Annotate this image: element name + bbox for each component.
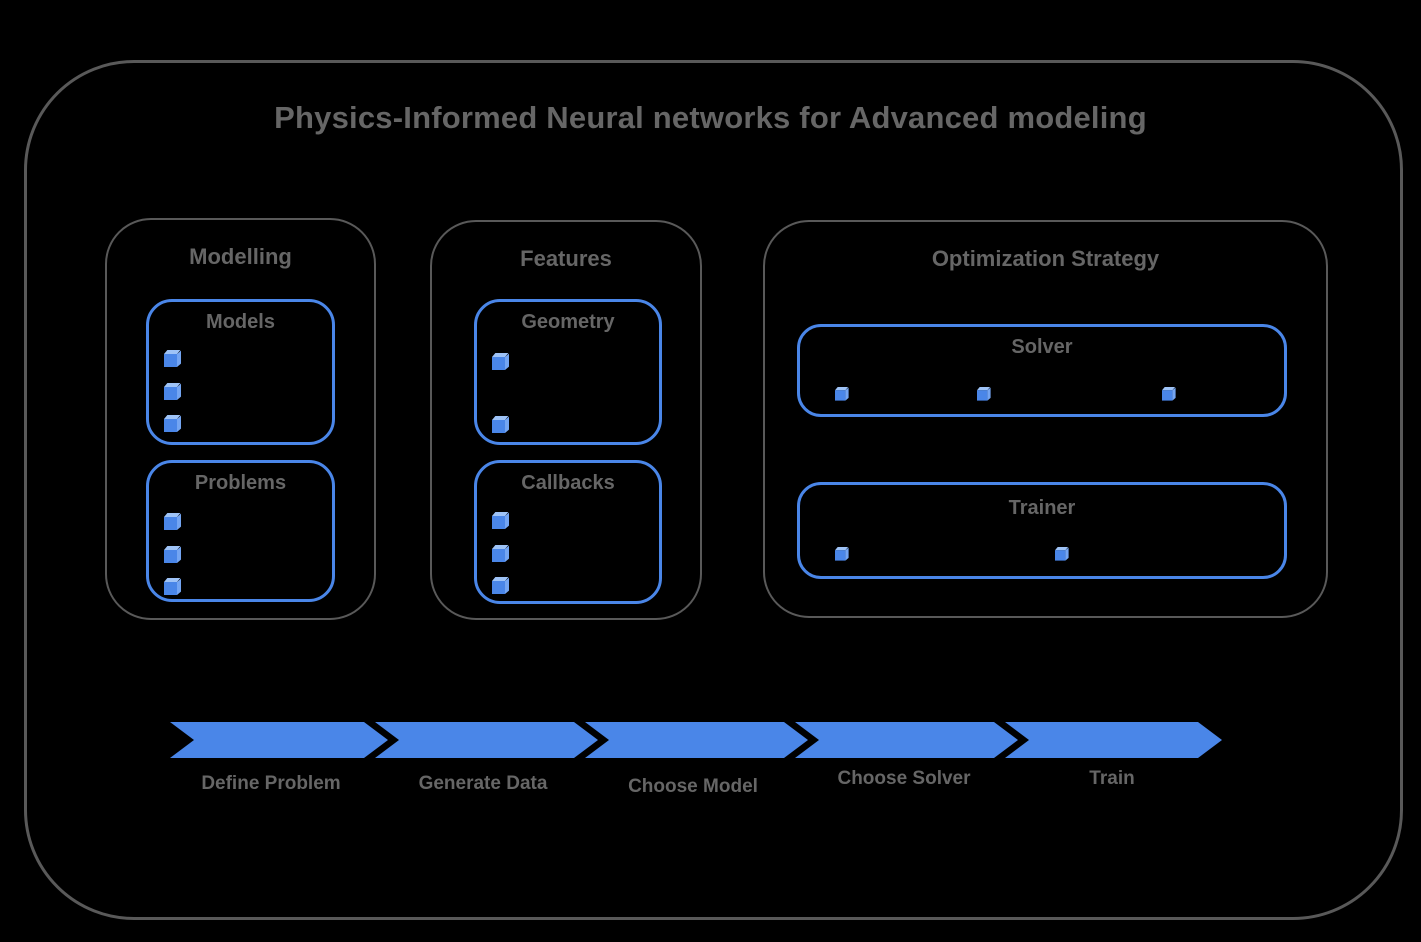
flow-arrow-train: [1005, 722, 1222, 758]
diagram-title: Physics-Informed Neural networks for Adv…: [274, 100, 1147, 135]
flow-arrow-generate-data: [375, 722, 598, 758]
group-solver-label: Solver: [1011, 336, 1073, 358]
group-geometry: Geometry: [474, 299, 662, 445]
cube-bullet-icon: [492, 353, 510, 371]
flow-arrow-choose-solver: [795, 722, 1018, 758]
cube-bullet-icon: [164, 383, 182, 401]
cube-bullet-icon: [164, 546, 182, 564]
flow-step-label-train: Train: [1089, 768, 1135, 789]
cube-bullet-icon: [164, 350, 182, 368]
cube-bullet-icon: [164, 513, 182, 531]
section-modelling-label: Modelling: [189, 244, 292, 269]
section-modelling: Modelling Models Problems: [105, 218, 376, 620]
cube-bullet-icon: [1162, 387, 1176, 401]
group-geometry-label: Geometry: [521, 311, 615, 333]
cube-bullet-icon: [492, 512, 510, 530]
group-callbacks-label: Callbacks: [521, 472, 615, 494]
flow-arrow-define-problem: [170, 722, 388, 758]
group-problems: Problems: [146, 460, 335, 602]
group-models: Models: [146, 299, 335, 445]
group-problems-label: Problems: [194, 472, 287, 494]
cube-bullet-icon: [492, 545, 510, 563]
cube-bullet-icon: [977, 387, 991, 401]
outer-frame: [24, 60, 1403, 920]
group-solver: Solver: [797, 324, 1287, 417]
section-optimization-strategy: Optimization Strategy Solver Trainer: [763, 220, 1328, 618]
group-trainer-label: Trainer: [1008, 497, 1076, 519]
flow-step-label-choose-solver: Choose Solver: [837, 768, 971, 789]
cube-bullet-icon: [492, 416, 510, 434]
group-trainer: Trainer: [797, 482, 1287, 579]
section-optimization-strategy-label: Optimization Strategy: [931, 246, 1160, 271]
cube-bullet-icon: [835, 387, 849, 401]
section-features-label: Features: [520, 246, 612, 271]
flow-arrow-choose-model: [585, 722, 808, 758]
cube-bullet-icon: [835, 547, 849, 561]
cube-bullet-icon: [492, 577, 510, 595]
flow-step-label-define-problem: Define Problem: [201, 773, 341, 794]
group-models-label: Models: [206, 311, 275, 333]
cube-bullet-icon: [164, 415, 182, 433]
cube-bullet-icon: [1055, 547, 1069, 561]
section-features: Features Geometry Callbacks: [430, 220, 702, 620]
flow-step-label-generate-data: Generate Data: [418, 773, 548, 794]
flow-step-label-choose-model: Choose Model: [628, 776, 758, 797]
group-callbacks: Callbacks: [474, 460, 662, 604]
cube-bullet-icon: [164, 578, 182, 596]
